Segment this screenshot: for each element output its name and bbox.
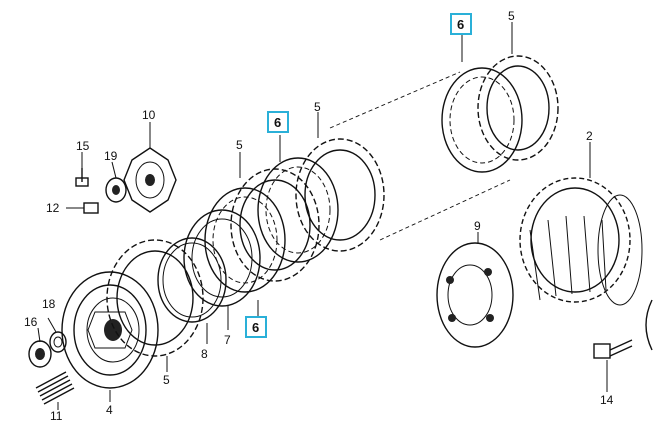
clutch-plate-top (441, 67, 523, 173)
label-11: 11 (50, 409, 63, 423)
label-7: 7 (224, 333, 231, 347)
label-8: 8 (201, 347, 208, 361)
label-4: 4 (106, 403, 113, 417)
bearing-part (105, 177, 127, 203)
friction-disc-top (477, 55, 559, 161)
highlight-6-middle[interactable]: 6 (267, 111, 289, 133)
pin-part-12 (83, 202, 99, 214)
judder-spring-ring (157, 237, 227, 323)
label-10: 10 (142, 108, 156, 122)
label-5a: 5 (163, 373, 170, 387)
label-19: 19 (104, 149, 118, 163)
friction-disc-middle (230, 168, 320, 282)
friction-disc-front (106, 239, 204, 357)
label-12: 12 (46, 201, 60, 215)
clutch-plate-lower (204, 187, 286, 293)
clutch-center-part (436, 242, 514, 348)
bolt-part-14 (593, 339, 633, 359)
leader-lines (37, 22, 608, 410)
clutch-outer-part (61, 271, 159, 389)
label-2: 2 (586, 129, 593, 143)
alignment-lines (329, 71, 511, 241)
label-5b: 5 (236, 138, 243, 152)
label-6-lower: 6 (252, 320, 259, 335)
label-15: 15 (76, 139, 90, 153)
bolt-part-15 (75, 168, 89, 187)
nut-part (28, 340, 52, 368)
highlight-6-lower[interactable]: 6 (245, 316, 267, 338)
clutch-plate-middle (257, 157, 339, 263)
label-6-middle: 6 (274, 115, 281, 130)
label-9: 9 (474, 219, 481, 233)
housing-edge-partial (645, 299, 653, 351)
washer-part (49, 331, 67, 353)
label-18: 18 (42, 297, 56, 311)
lifter-plate-part (123, 147, 177, 213)
label-14: 14 (600, 393, 614, 407)
spring-part (35, 371, 75, 405)
highlight-6-top[interactable]: 6 (450, 13, 472, 35)
clutch-housing-part (519, 177, 643, 306)
label-6-top: 6 (457, 17, 464, 32)
label-16: 16 (24, 315, 38, 329)
friction-disc-rear (295, 138, 385, 252)
label-5c: 5 (314, 100, 321, 114)
label-5d: 5 (508, 9, 515, 23)
